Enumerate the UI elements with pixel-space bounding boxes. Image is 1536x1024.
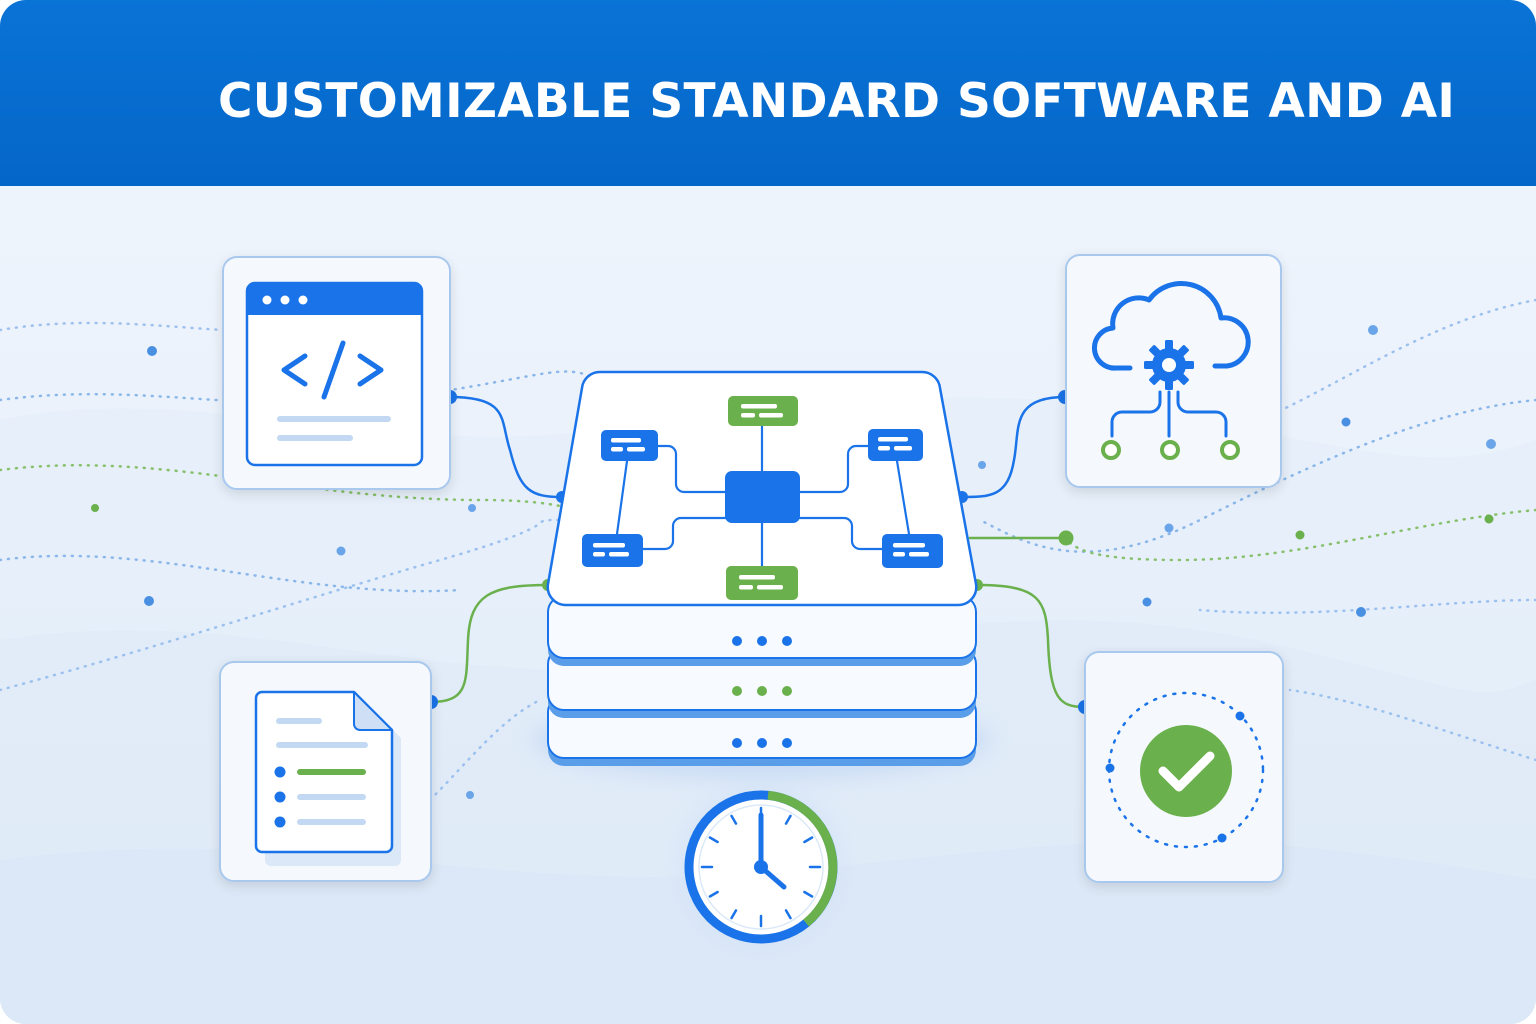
gear-icon bbox=[1144, 340, 1194, 390]
code-window-icon bbox=[245, 281, 424, 467]
code-window-card bbox=[222, 256, 451, 490]
cloud-gear-card bbox=[1065, 254, 1282, 488]
connector-lines bbox=[429, 395, 1087, 709]
network-node-top-right bbox=[868, 429, 923, 461]
network-links bbox=[615, 423, 911, 568]
header-banner: CUSTOMIZABLE STANDARD SOFTWARE AND AI bbox=[0, 0, 1536, 186]
server-layer-1 bbox=[547, 595, 977, 666]
connector-server-to-check bbox=[975, 583, 1087, 709]
network-hub bbox=[725, 471, 800, 523]
server-network-icon bbox=[532, 370, 992, 780]
network-nodes bbox=[582, 396, 943, 600]
clock-icon bbox=[679, 785, 843, 949]
page-title: CUSTOMIZABLE STANDARD SOFTWARE AND AI bbox=[218, 74, 1456, 129]
connector-code-to-server bbox=[448, 395, 564, 499]
network-node-bottom-right bbox=[882, 534, 943, 568]
network-node-bottom-left bbox=[582, 534, 643, 567]
scattered-dots bbox=[91, 325, 1496, 799]
connector-document-to-server bbox=[429, 583, 550, 704]
diagram-canvas bbox=[0, 186, 1536, 1024]
network-node-top-left bbox=[601, 430, 658, 461]
checkmark-badge-icon bbox=[1105, 691, 1265, 849]
checkmark-card bbox=[1084, 651, 1284, 883]
network-node-top bbox=[728, 396, 798, 426]
connector-cloud-to-server bbox=[960, 395, 1067, 499]
document-checklist-icon bbox=[254, 690, 401, 866]
cloud-gear-icon bbox=[1091, 281, 1251, 460]
document-checklist-card bbox=[219, 661, 432, 882]
diagram-svg bbox=[0, 186, 1536, 1024]
network-node-bottom bbox=[726, 566, 798, 600]
